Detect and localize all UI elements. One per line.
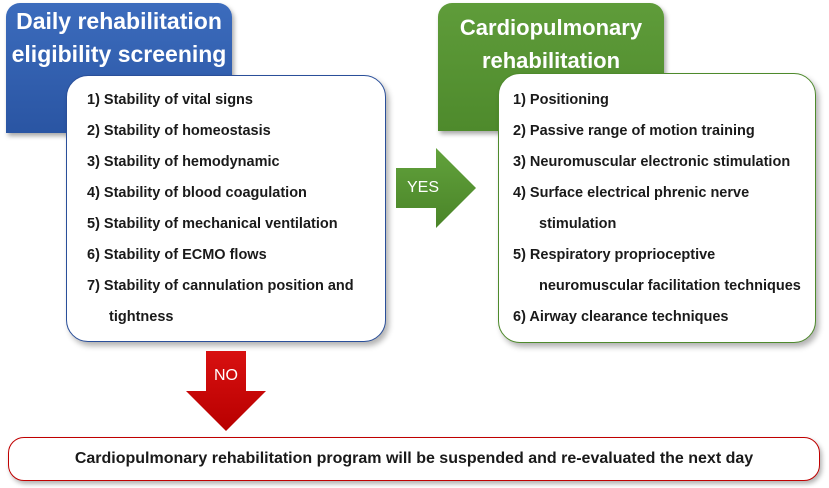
screening-item: 4) Stability of blood coagulation — [87, 185, 307, 201]
screening-criteria-panel: 1) Stability of vital signs 2) Stability… — [66, 75, 386, 342]
yes-arrow-shape — [396, 148, 476, 228]
screening-item: 5) Stability of mechanical ventilation — [87, 216, 338, 232]
no-label: NO — [214, 367, 238, 384]
screening-item: 7) Stability of cannulation position and — [87, 278, 354, 294]
rehab-item: 1) Positioning — [513, 92, 609, 108]
yes-arrow — [396, 148, 476, 228]
rehab-item: 3) Neuromuscular electronic stimulation — [513, 154, 791, 170]
yes-label: YES — [406, 179, 439, 196]
rehab-item: 5) Respiratory proprioceptive — [513, 247, 716, 263]
rehab-item-continuation: neuromuscular facilitation techniques — [539, 278, 801, 294]
rehab-interventions-panel: 1) Positioning 2) Passive range of motio… — [498, 73, 816, 343]
rehab-item-continuation: stimulation — [539, 216, 617, 232]
suspension-outcome-box: Cardiopulmonary rehabilitation program w… — [8, 437, 820, 481]
no-arrow — [186, 351, 266, 431]
suspension-outcome-text: Cardiopulmonary rehabilitation program w… — [74, 450, 754, 467]
screening-item-continuation: tightness — [109, 309, 174, 325]
screening-item: 1) Stability of vital signs — [87, 92, 253, 108]
rehab-title-line-1: Cardiopulmonary — [459, 15, 643, 40]
screening-title-line-1: Daily rehabilitation — [16, 8, 222, 34]
rehab-item: 6) Airway clearance techniques — [513, 309, 729, 325]
no-arrow-shape — [186, 351, 266, 431]
screening-item: 2) Stability of homeostasis — [87, 123, 271, 139]
screening-title-line-2: eligibility screening — [11, 41, 227, 67]
rehab-item: 4) Surface electrical phrenic nerve — [513, 185, 750, 201]
rehab-item: 2) Passive range of motion training — [513, 123, 755, 139]
rehab-title-line-2: rehabilitation — [481, 48, 621, 73]
screening-item: 3) Stability of hemodynamic — [87, 154, 280, 170]
screening-item: 6) Stability of ECMO flows — [87, 247, 267, 263]
